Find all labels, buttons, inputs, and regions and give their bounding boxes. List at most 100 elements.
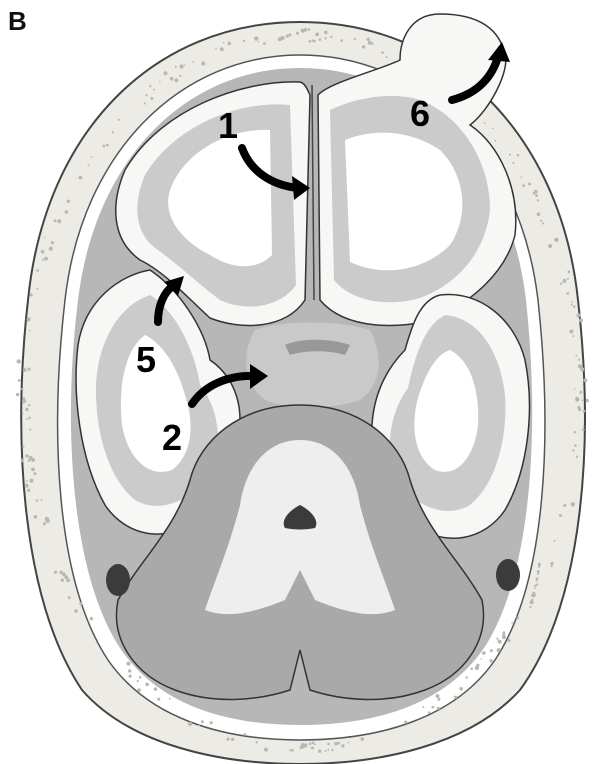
bone-pore bbox=[29, 429, 31, 431]
bone-pore bbox=[228, 42, 232, 46]
bone-pore bbox=[381, 51, 384, 54]
bone-pore bbox=[530, 600, 534, 604]
bone-pore bbox=[192, 61, 194, 63]
bone-pore bbox=[231, 738, 234, 741]
bone-pore bbox=[341, 744, 344, 747]
bone-pore bbox=[170, 77, 174, 81]
bone-pore bbox=[54, 571, 57, 574]
bone-pore bbox=[175, 66, 177, 68]
bone-pore bbox=[281, 36, 285, 40]
bone-pore bbox=[571, 301, 573, 303]
bone-pore bbox=[330, 36, 332, 38]
bone-pore bbox=[492, 128, 494, 130]
bone-pore bbox=[583, 426, 585, 428]
bone-pore bbox=[324, 31, 328, 35]
bone-pore bbox=[576, 313, 580, 317]
bone-pore bbox=[27, 489, 30, 492]
bone-pore bbox=[45, 519, 49, 523]
bone-pore bbox=[308, 40, 311, 43]
bone-pore bbox=[54, 219, 57, 222]
bone-pore bbox=[57, 219, 61, 223]
bone-pore bbox=[308, 28, 311, 31]
bone-pore bbox=[334, 742, 338, 746]
bone-pore bbox=[210, 721, 213, 724]
bone-pore bbox=[258, 41, 260, 43]
bone-pore bbox=[535, 194, 538, 197]
bone-pore bbox=[571, 304, 573, 306]
bone-pore bbox=[139, 676, 142, 679]
bone-pore bbox=[534, 190, 538, 194]
bone-pore bbox=[164, 71, 168, 75]
bone-pore bbox=[17, 359, 21, 363]
bone-pore bbox=[301, 743, 304, 746]
bone-pore bbox=[576, 456, 578, 458]
bone-pore bbox=[23, 368, 27, 372]
bone-pore bbox=[509, 154, 511, 156]
bone-pore bbox=[516, 616, 519, 619]
bone-pore bbox=[41, 250, 45, 254]
bone-pore bbox=[137, 680, 139, 682]
bone-pore bbox=[566, 292, 569, 295]
bone-pore bbox=[536, 580, 538, 582]
bone-pore bbox=[538, 563, 541, 566]
bone-pore bbox=[404, 721, 407, 724]
bone-pore bbox=[563, 279, 567, 283]
bone-pore bbox=[578, 359, 580, 361]
bone-pore bbox=[569, 330, 573, 334]
bone-pore bbox=[174, 78, 178, 82]
bone-pore bbox=[534, 587, 536, 589]
bone-pore bbox=[264, 748, 268, 752]
bone-pore bbox=[29, 330, 31, 332]
bone-pore bbox=[579, 319, 581, 321]
bone-pore bbox=[103, 145, 106, 148]
bone-pore bbox=[422, 706, 424, 708]
bone-pore bbox=[16, 393, 19, 396]
bone-pore bbox=[319, 38, 322, 41]
bone-pore bbox=[44, 237, 46, 239]
bone-pore bbox=[118, 119, 120, 121]
bone-pore bbox=[428, 711, 430, 713]
bone-pore bbox=[79, 176, 83, 180]
bone-pore bbox=[31, 468, 35, 472]
bone-pore bbox=[507, 639, 510, 642]
bone-pore bbox=[502, 633, 505, 636]
bone-pore bbox=[128, 669, 131, 672]
bone-pore bbox=[331, 749, 333, 751]
bone-pore bbox=[296, 32, 299, 35]
bone-pore bbox=[584, 378, 588, 382]
bone-pore bbox=[497, 648, 501, 652]
bone-pore bbox=[521, 177, 523, 179]
bone-pore bbox=[28, 404, 30, 406]
bone-pore bbox=[49, 247, 53, 251]
bone-pore bbox=[144, 102, 146, 104]
bone-pore bbox=[88, 164, 90, 166]
bone-pore bbox=[437, 698, 440, 701]
bone-pore bbox=[568, 270, 571, 273]
bone-pore bbox=[340, 39, 343, 42]
bone-pore bbox=[573, 305, 576, 308]
bone-pore bbox=[311, 747, 314, 750]
bone-pore bbox=[537, 573, 539, 575]
bone-pore bbox=[25, 454, 28, 457]
bone-pore bbox=[554, 238, 558, 242]
bone-pore bbox=[184, 64, 186, 66]
bone-pore bbox=[454, 696, 457, 699]
bone-pore bbox=[26, 480, 28, 482]
bone-pore bbox=[153, 89, 155, 91]
bone-pore bbox=[28, 417, 31, 420]
bone-pore bbox=[512, 162, 514, 164]
bone-pore bbox=[289, 749, 291, 751]
bone-pore bbox=[30, 293, 33, 296]
bone-pore bbox=[226, 738, 229, 741]
bone-pore bbox=[91, 156, 93, 158]
bone-pore bbox=[315, 33, 319, 37]
bone-pore bbox=[538, 566, 540, 568]
bone-pore bbox=[145, 683, 149, 687]
bone-pore bbox=[348, 742, 350, 744]
bone-pore bbox=[560, 283, 562, 285]
bone-pore bbox=[318, 750, 321, 753]
bone-pore bbox=[36, 499, 38, 501]
label-5: 5 bbox=[136, 339, 156, 380]
bone-pore bbox=[496, 638, 498, 640]
